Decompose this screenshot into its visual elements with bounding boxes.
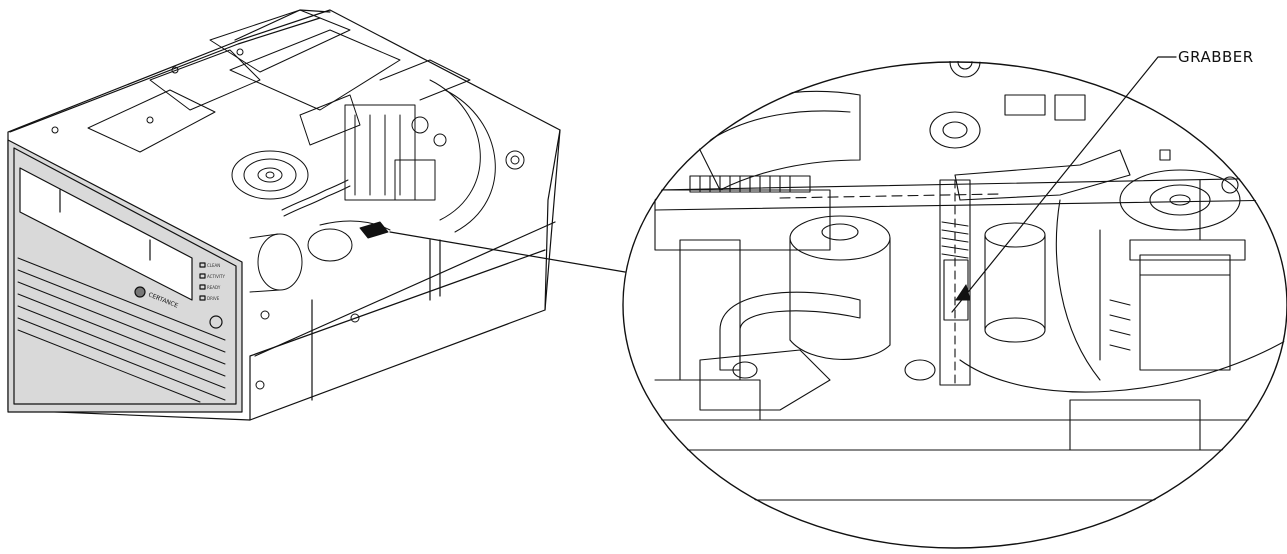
eject-button [209,315,223,329]
tape-spool [1099,169,1246,371]
led-indicators [199,262,206,301]
pinch-roller [984,222,1046,343]
grabber-callout-leader [951,56,1177,313]
tape-drive-overview [7,9,626,421]
front-bezel [7,139,243,413]
callout-leader [389,231,626,273]
led-label: ACTIVITY [207,274,225,279]
grabber-label: GRABBER [1178,48,1254,66]
led-label: DRIVE [207,296,220,301]
vent-grille [17,257,226,403]
grabber-arm [939,179,971,386]
motor-cylinder [789,215,891,360]
led-label: CLEAN [207,263,220,268]
drive-mechanism [51,9,525,390]
magnified-detail [622,61,1287,549]
worm-gear [689,175,811,193]
led-label: READY [207,285,221,290]
